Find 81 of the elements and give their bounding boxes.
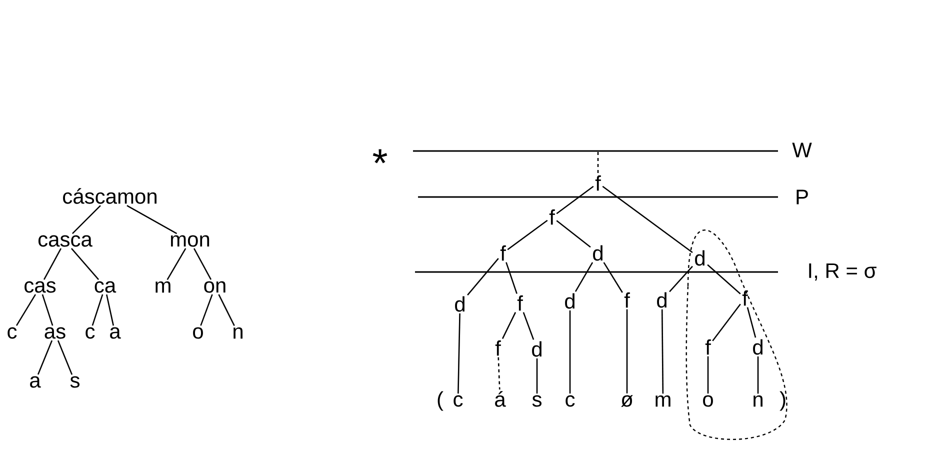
tree-label: c (454, 395, 463, 407)
tree-branch (166, 248, 186, 280)
tree-label: d (455, 296, 464, 312)
tree-label: as (44, 327, 66, 339)
tree-branch (467, 258, 499, 296)
tree-label: c (8, 327, 17, 339)
tree-branch (502, 312, 516, 339)
tree-label: s (70, 376, 80, 388)
tree-branch (536, 358, 538, 394)
tree-branch (42, 294, 54, 326)
tree-label: d (695, 250, 704, 266)
tree-label: casca (38, 235, 92, 247)
tree-label: d (565, 293, 574, 309)
tree-branch (661, 309, 664, 394)
tree-branch (57, 340, 73, 375)
tree-branch (603, 262, 623, 293)
tree-branch (200, 294, 213, 326)
tree-branch (569, 310, 571, 394)
tree-label: cas (24, 281, 56, 293)
tree-label: a (110, 327, 121, 339)
tree-label: f (500, 245, 506, 261)
tree-branch (218, 294, 235, 326)
tree-label: n (234, 327, 242, 339)
tier-label: ) (780, 391, 786, 411)
tree-branch (556, 186, 594, 214)
tree-branch (106, 294, 114, 326)
tree-label: ca (94, 281, 116, 293)
tree-label: c (566, 395, 575, 407)
tree-label: o (703, 395, 713, 407)
tree-branch (574, 262, 594, 292)
tree-branch (746, 307, 756, 338)
tier-label: ( (438, 391, 444, 411)
tree-label: mon (170, 235, 210, 247)
tree-branch (498, 357, 500, 390)
tree-label: o (193, 327, 203, 339)
tree-label: a (30, 376, 41, 388)
tree-branch (757, 356, 759, 394)
tree-label: n (754, 395, 762, 407)
tree-label: ø (621, 395, 633, 407)
tree-branch (71, 248, 100, 280)
tree-label: f (549, 209, 555, 225)
tier-label: * (372, 149, 388, 164)
tree-branch (597, 152, 599, 174)
tier-label: I, R = σ (809, 263, 876, 281)
tree-branch (458, 313, 460, 394)
tree-branch (707, 356, 709, 394)
tree-branch (669, 266, 693, 292)
tree-label: d (532, 341, 542, 357)
tree-label: d (593, 245, 602, 261)
tree-label: d (657, 292, 666, 308)
tree-label: f (705, 339, 711, 355)
tree-label: f (624, 292, 630, 308)
tree-branch (506, 262, 518, 294)
tree-label: f (742, 290, 748, 306)
tree-branch (193, 248, 212, 280)
tree-label: f (595, 175, 601, 191)
tree-label: f (517, 295, 523, 311)
tree-label: d (753, 339, 762, 355)
tree-label: on (204, 281, 226, 293)
tree-label: m (156, 281, 170, 293)
tree-label: m (656, 395, 670, 407)
tree-branch (92, 294, 104, 326)
tree-label: cáscamon (63, 188, 156, 204)
tree-label: á (495, 391, 506, 407)
tree-branch (712, 304, 741, 342)
tree-branch (16, 294, 36, 326)
tree-branch (556, 220, 591, 248)
tree-branch (126, 204, 178, 234)
tree-label: f (495, 340, 501, 356)
tree-branch (707, 264, 741, 294)
tree-branch (43, 248, 62, 280)
tier-label: P (796, 190, 808, 204)
tree-branch (37, 340, 53, 375)
tree-branch (626, 309, 628, 394)
tree-branch (72, 205, 101, 234)
tree-label: c (86, 327, 95, 339)
tree-branch (522, 312, 534, 340)
tree-branch (507, 220, 548, 250)
tree-branch (602, 186, 693, 253)
tier-label: W (792, 142, 812, 158)
tree-label: s (532, 395, 542, 407)
